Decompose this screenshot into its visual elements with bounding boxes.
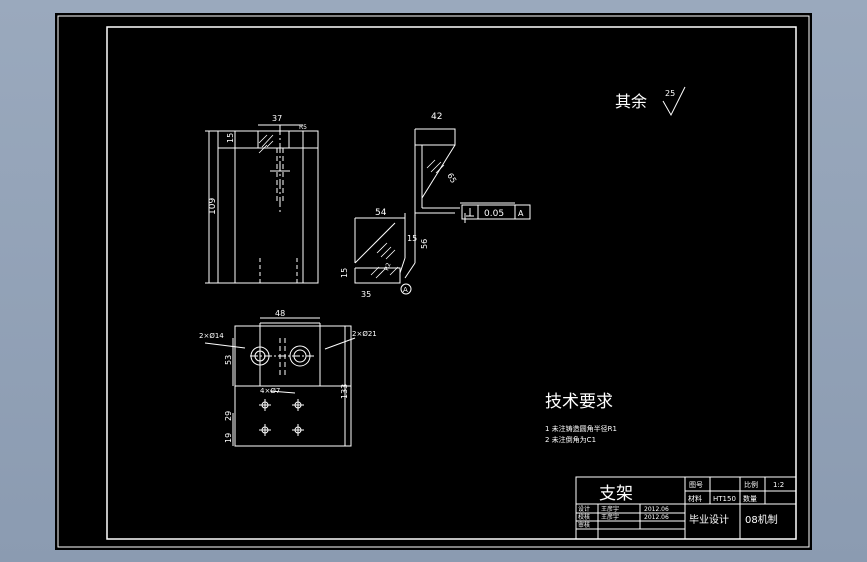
side-view [354,128,515,284]
dim-left-15: 15 [226,133,235,143]
flatness-value: 0.05 [484,209,504,219]
qty-label: 数量 [743,494,757,503]
hole-right-label: 2×Ø21 [352,330,377,338]
dim-35: 35 [361,290,371,299]
tech-note-1: 1 未注铸造圆角半径R1 [545,424,617,433]
checker-name: 王彦宇 [601,513,619,521]
dim-top-small: R5 [299,124,307,131]
hole-left-label: 2×Ø14 [199,332,224,340]
dim-54: 54 [375,208,387,218]
dim-diag-65: 65 [445,172,458,185]
datum-circle-letter: A [403,286,408,294]
title-block [575,476,797,540]
scale-value: 1:2 [773,481,784,489]
datum-letter: A [518,209,524,218]
review-label: 审核 [578,521,590,529]
drawing-viewport[interactable]: 其余 25 37 R5 15 109 [55,13,812,550]
surface-value: 25 [665,89,675,98]
project-label: 毕业设计 [689,513,729,526]
surface-note: 其余 [615,92,647,111]
hole-small-label: 4×Ø7 [260,387,280,395]
cad-drawing: 其余 25 37 R5 15 109 [57,15,810,548]
designer-name: 王彦宇 [601,505,619,513]
flatness-frame [461,204,531,220]
dim-bottom-48: 48 [275,309,285,318]
dim-53: 53 [224,355,233,365]
dim-top-width: 37 [272,114,282,123]
class-label: 08机制 [745,513,778,526]
front-view [205,124,319,284]
check-label: 校核 [578,513,590,521]
tech-note-2: 2 未注倒角为C1 [545,435,596,444]
dim-15c: 15 [340,268,349,278]
dim-15b: 15 [407,234,417,243]
outer-frame [57,15,810,548]
dim-left-109: 109 [208,198,218,215]
dim-56: 56 [420,239,429,249]
dim-133: 133 [340,384,349,399]
tech-title: 技术要求 [545,392,613,412]
dim-19: 19 [224,433,233,443]
design-label: 设计 [578,505,590,513]
drawing-no-label: 图号 [689,481,703,489]
scale-label: 比例 [744,480,758,489]
dim-29: 29 [224,411,233,421]
top-view [204,317,356,447]
part-name: 支架 [599,484,633,504]
dim-top-42: 42 [431,112,442,122]
check-date: 2012.06 [644,514,669,521]
design-date: 2012.06 [644,506,669,513]
hatch-side [370,159,445,279]
roughness-icon [662,86,686,117]
inner-frame [106,26,797,540]
hatch-front [258,134,274,154]
material-label: 材料 [688,494,702,503]
datum-circle-icon [400,283,412,295]
dim-r2: R2 [383,262,392,272]
material-value: HT150 [713,495,736,503]
